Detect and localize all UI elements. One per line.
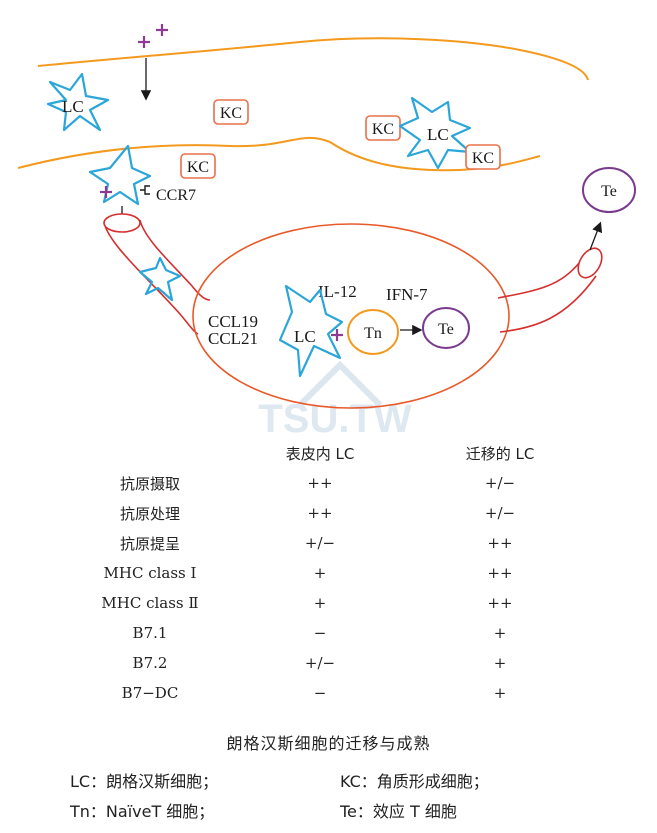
cell-value: +/− (304, 534, 336, 552)
legend-te: Te：效应 T 细胞 (340, 802, 457, 821)
tn-cell (347, 309, 399, 355)
row-label: MHC class Ⅱ (101, 594, 199, 612)
table-row: B7.1 − + (70, 618, 590, 648)
svg-text:Tn: Tn (364, 325, 382, 342)
table-header: 迁移的 LC (465, 444, 535, 463)
table-header-row: 表皮内 LC 迁移的 LC (70, 438, 590, 468)
epidermis-top-line (37, 37, 589, 81)
efferent-lymphatic-vessel (497, 261, 597, 333)
kc-box (180, 153, 216, 179)
lc-cell-icon (46, 72, 110, 132)
row-label: 抗原提呈 (119, 534, 180, 553)
cell-value: + (313, 564, 327, 582)
svg-text:LC: LC (294, 327, 316, 346)
svg-text:Te: Te (601, 183, 617, 200)
cell-value: ++ (487, 564, 513, 582)
svg-text:KC: KC (372, 121, 394, 138)
cell-value: + (493, 684, 507, 702)
svg-text:KC: KC (472, 150, 494, 167)
cell-value: +/− (484, 474, 516, 492)
lc-cell-icon (398, 96, 472, 170)
table-row: MHC class Ⅱ + ++ (70, 588, 590, 618)
lc-in-vessel-icon (138, 256, 182, 302)
cell-value: ++ (487, 594, 513, 612)
svg-text:CCR7: CCR7 (156, 187, 196, 204)
ccr7-receptor-icon (140, 185, 150, 195)
kc-box (465, 144, 501, 170)
cell-value: − (313, 684, 327, 702)
table-row: 抗原提呈 +/− ++ (70, 528, 590, 558)
legend-kc: KC：角质形成细胞； (340, 772, 489, 791)
table-row: B7.2 +/− + (70, 648, 590, 678)
cell-value: − (313, 624, 327, 642)
row-label: MHC class Ⅰ (103, 564, 197, 582)
epidermis-bottom-line (17, 136, 541, 172)
afferent-lymphatic-vessel (103, 219, 211, 335)
lc-marker-table: 表皮内 LC 迁移的 LC 抗原摄取 ++ +/− 抗原处理 ++ +/− 抗原… (70, 438, 590, 708)
cell-value: ++ (307, 504, 333, 522)
vessel-opening (103, 213, 141, 233)
mature-lc-icon (278, 284, 344, 378)
exit-arrow (589, 221, 603, 251)
row-label: 抗原处理 (119, 504, 180, 523)
table-row: B7−DC − + (70, 678, 590, 708)
svg-text:LC: LC (427, 125, 449, 144)
svg-text:LC: LC (62, 97, 84, 116)
figure-caption: 朗格汉斯细胞的迁移与成熟 (226, 734, 431, 753)
cell-value: + (313, 594, 327, 612)
watermark: TSU.TW (258, 360, 412, 440)
kc-box (213, 99, 249, 125)
row-label: B7.2 (132, 654, 168, 672)
cell-value: + (493, 654, 507, 672)
cell-value: ++ (487, 534, 513, 552)
vessel-opening (577, 247, 603, 279)
ccl21-label: CCL21 (208, 329, 258, 348)
table-row: 抗原摄取 ++ +/− (70, 468, 590, 498)
row-label: B7−DC (121, 684, 179, 702)
antigen-icon (331, 329, 343, 341)
table-row: MHC class Ⅰ + ++ (70, 558, 590, 588)
svg-text:TSU.TW: TSU.TW (258, 397, 412, 440)
antigen-icon (100, 186, 112, 198)
svg-text:KC: KC (187, 159, 209, 176)
il12-label: IL-12 (318, 282, 357, 301)
table-row: 抗原处理 ++ +/− (70, 498, 590, 528)
lc-migration-diagram: TSU.TW LC KC KC KC LC KC CCR7 Te CCL19 C… (17, 24, 636, 440)
legend-tn: Tn：NaïveT 细胞； (70, 802, 215, 821)
svg-text:KC: KC (220, 105, 242, 122)
te-cell-exiting (582, 167, 636, 213)
ifn-label: IFN-7 (386, 285, 428, 304)
cell-value: + (493, 624, 507, 642)
cell-value: +/− (484, 504, 516, 522)
legend-lc: LC：朗格汉斯细胞； (70, 772, 219, 791)
row-label: 抗原摄取 (119, 474, 180, 493)
cell-value: ++ (307, 474, 333, 492)
table-header (70, 438, 230, 468)
row-label: B7.1 (132, 624, 168, 642)
table-header: 表皮内 LC (285, 444, 355, 463)
kc-box (365, 115, 401, 141)
lymph-node (192, 223, 510, 409)
cell-value: +/− (304, 654, 336, 672)
ccl19-label: CCL19 (208, 312, 258, 331)
te-cell (422, 307, 470, 349)
antigen-icon (138, 24, 168, 48)
svg-text:Te: Te (438, 321, 454, 338)
migrating-lc-icon (88, 144, 152, 206)
